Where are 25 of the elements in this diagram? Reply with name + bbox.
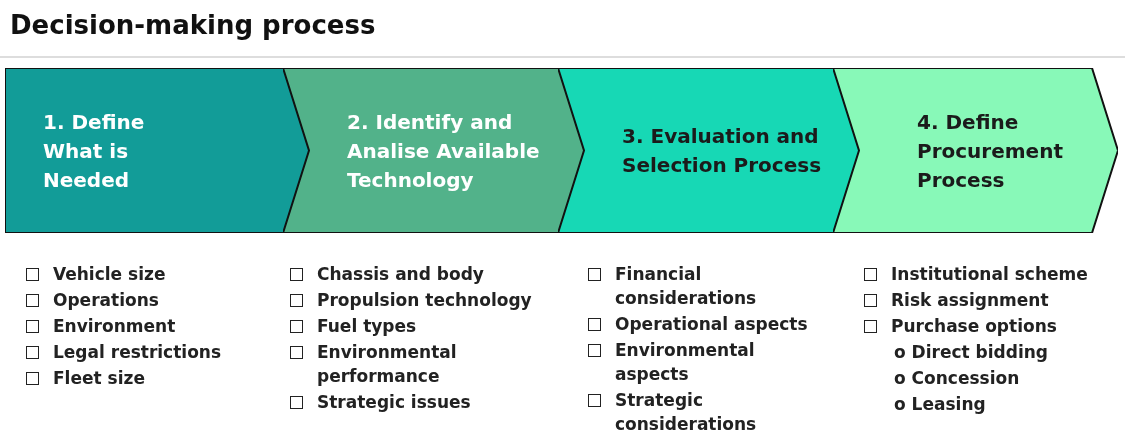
list-item: Purchase options xyxy=(891,315,1057,338)
list-item: Environment xyxy=(53,315,176,338)
step-title: 2. Identify and Analise Available Technology xyxy=(347,108,541,193)
sub-list-item: o Direct bidding xyxy=(894,341,1048,364)
list-item: Operational aspects xyxy=(615,313,808,336)
list-item: Strategic considerations xyxy=(615,389,758,436)
list-item: Fuel types xyxy=(317,315,417,338)
list-item: Operations xyxy=(53,289,159,312)
step-title: 4. Define Procurement Process xyxy=(917,108,1064,193)
list-item: Legal restrictions xyxy=(53,341,222,364)
sub-list-item: o Concession xyxy=(894,367,1020,390)
list-item: Chassis and body xyxy=(317,263,484,286)
diagram-title: Decision-making process xyxy=(10,10,376,40)
list-item: Environmental performance xyxy=(317,341,458,388)
list-item: Institutional scheme xyxy=(891,263,1088,286)
step-title: 1. Define What is Needed xyxy=(43,108,146,193)
list-item: Risk assignment xyxy=(891,289,1049,312)
list-item: Propulsion technology xyxy=(317,289,532,312)
list-item: Fleet size xyxy=(53,367,145,390)
list-item: Vehicle size xyxy=(53,263,166,286)
step-title: 3. Evaluation and Selection Process xyxy=(622,122,823,179)
list-item: Financial considerations xyxy=(615,263,758,310)
list-item: Environmental aspects xyxy=(615,339,756,386)
sub-list-item: o Leasing xyxy=(894,393,986,416)
list-item: Strategic issues xyxy=(317,391,471,414)
